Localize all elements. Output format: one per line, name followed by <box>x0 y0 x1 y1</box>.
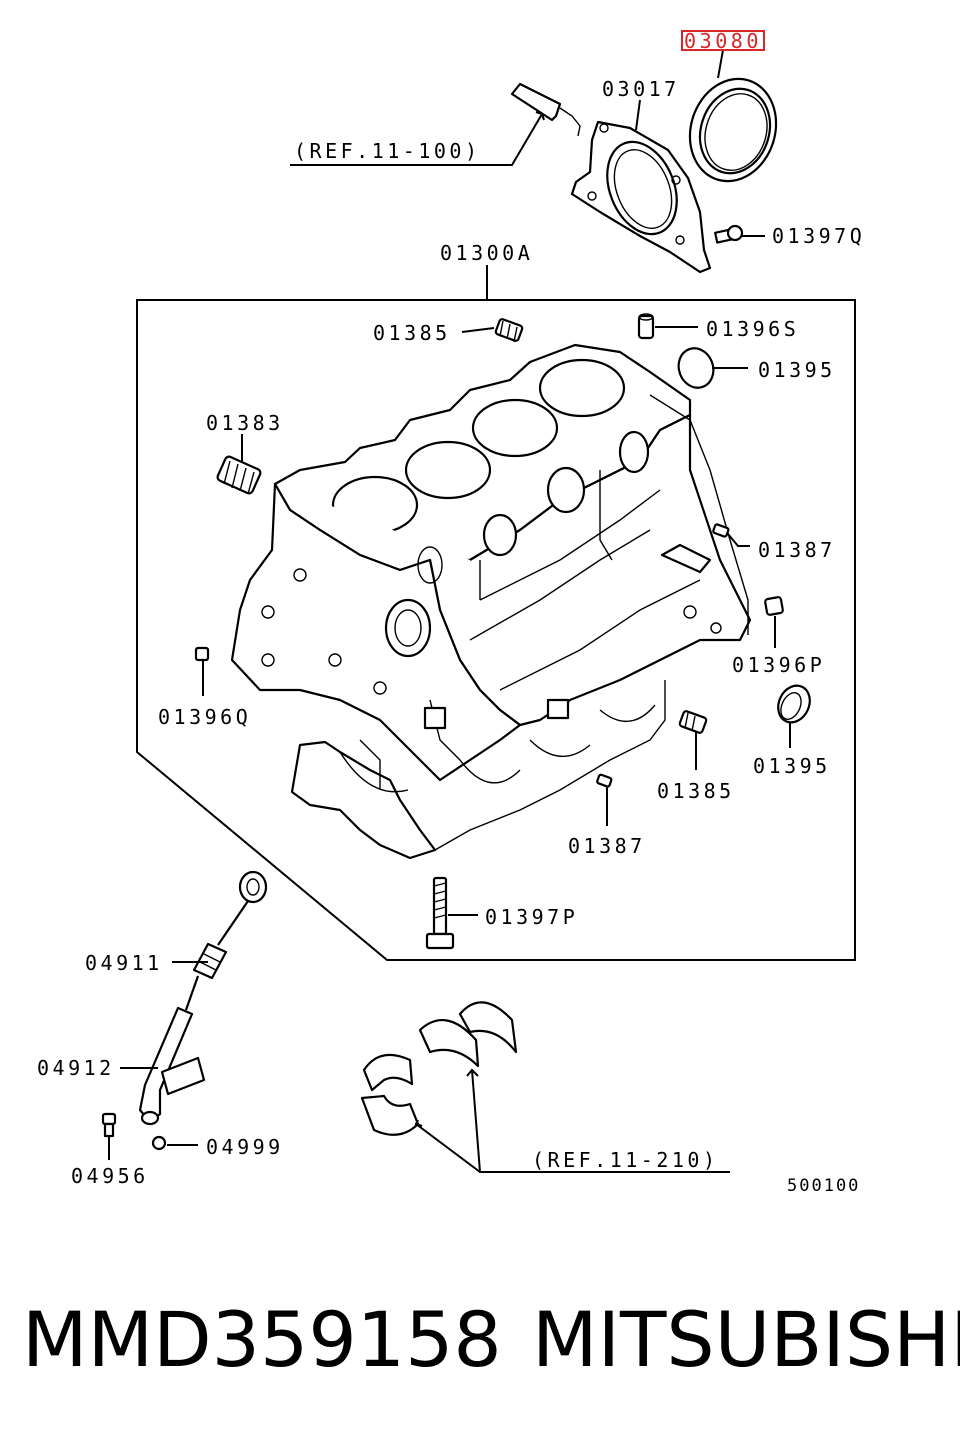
plug-01383-part <box>216 455 262 495</box>
dowel-01396Q-part <box>194 646 210 662</box>
callout-01395-top[interactable]: 01395 <box>758 358 836 382</box>
callout-03017[interactable]: 03017 <box>602 77 680 101</box>
callout-01387-bottom[interactable]: 01387 <box>568 834 646 858</box>
callout-04999[interactable]: 04999 <box>206 1135 284 1159</box>
footer: MMD359158 MITSUBISHI <box>0 1290 960 1400</box>
callout-01397Q[interactable]: 01397Q <box>772 224 865 248</box>
ref-11-100[interactable]: (REF.11-100) <box>294 139 481 163</box>
callout-01385-bottom[interactable]: 01385 <box>657 779 735 803</box>
pin-01387-bottom-part <box>596 773 613 788</box>
leader-01385-top <box>461 327 495 333</box>
expansion-plug-01395-bottom-part <box>777 684 811 724</box>
bolt-01397P-part <box>425 876 455 950</box>
callout-01300A[interactable]: 01300A <box>440 241 533 265</box>
cylinder-block-part <box>230 343 752 860</box>
callout-01387-right[interactable]: 01387 <box>758 538 836 562</box>
oil-seal-case-part <box>570 120 712 274</box>
part-number: MMD359158 <box>22 1295 502 1384</box>
leader-01387-right <box>727 533 750 547</box>
callout-04912[interactable]: 04912 <box>37 1056 115 1080</box>
dowel-01396P-part <box>764 596 784 616</box>
bolt-01397Q-part <box>714 224 744 244</box>
oil-level-guide-part <box>138 1006 206 1126</box>
callout-01397P[interactable]: 01397P <box>485 905 578 929</box>
leader-03080 <box>717 49 724 79</box>
diagram-code: 500100 <box>787 1176 860 1196</box>
callout-04911[interactable]: 04911 <box>85 951 163 975</box>
sealant-tube-part <box>510 82 581 137</box>
expansion-plug-01395-top-part <box>677 347 715 389</box>
callout-01396S[interactable]: 01396S <box>706 317 799 341</box>
oil-level-gauge-part <box>184 870 268 1011</box>
brand-name: MITSUBISHI <box>532 1295 960 1384</box>
callout-01395-bottom[interactable]: 01395 <box>753 754 831 778</box>
pin-01387-right-part <box>712 523 730 538</box>
bolt-04956-part <box>101 1112 117 1138</box>
ref-11-210[interactable]: (REF.11-210) <box>532 1148 719 1172</box>
plug-01385-top-part <box>494 318 524 343</box>
dowel-01396S-part <box>637 313 655 340</box>
leader-03017 <box>635 99 641 131</box>
plug-01385-bottom-part <box>678 710 708 734</box>
callout-01383[interactable]: 01383 <box>206 411 284 435</box>
block-frame <box>136 299 856 961</box>
callout-03080[interactable]: 03080 <box>684 29 762 53</box>
highlight-box-03080 <box>681 30 765 51</box>
main-bearings-part <box>360 1053 420 1136</box>
callout-04956[interactable]: 04956 <box>71 1164 149 1188</box>
oil-seal-part <box>688 77 778 183</box>
leader-ref-11-100 <box>290 113 543 166</box>
callout-01396Q[interactable]: 01396Q <box>158 705 251 729</box>
callout-01396P[interactable]: 01396P <box>732 653 825 677</box>
o-ring-04999-part <box>151 1135 167 1151</box>
thrust-bearings-part <box>418 1001 518 1068</box>
callout-01385-top[interactable]: 01385 <box>373 321 451 345</box>
